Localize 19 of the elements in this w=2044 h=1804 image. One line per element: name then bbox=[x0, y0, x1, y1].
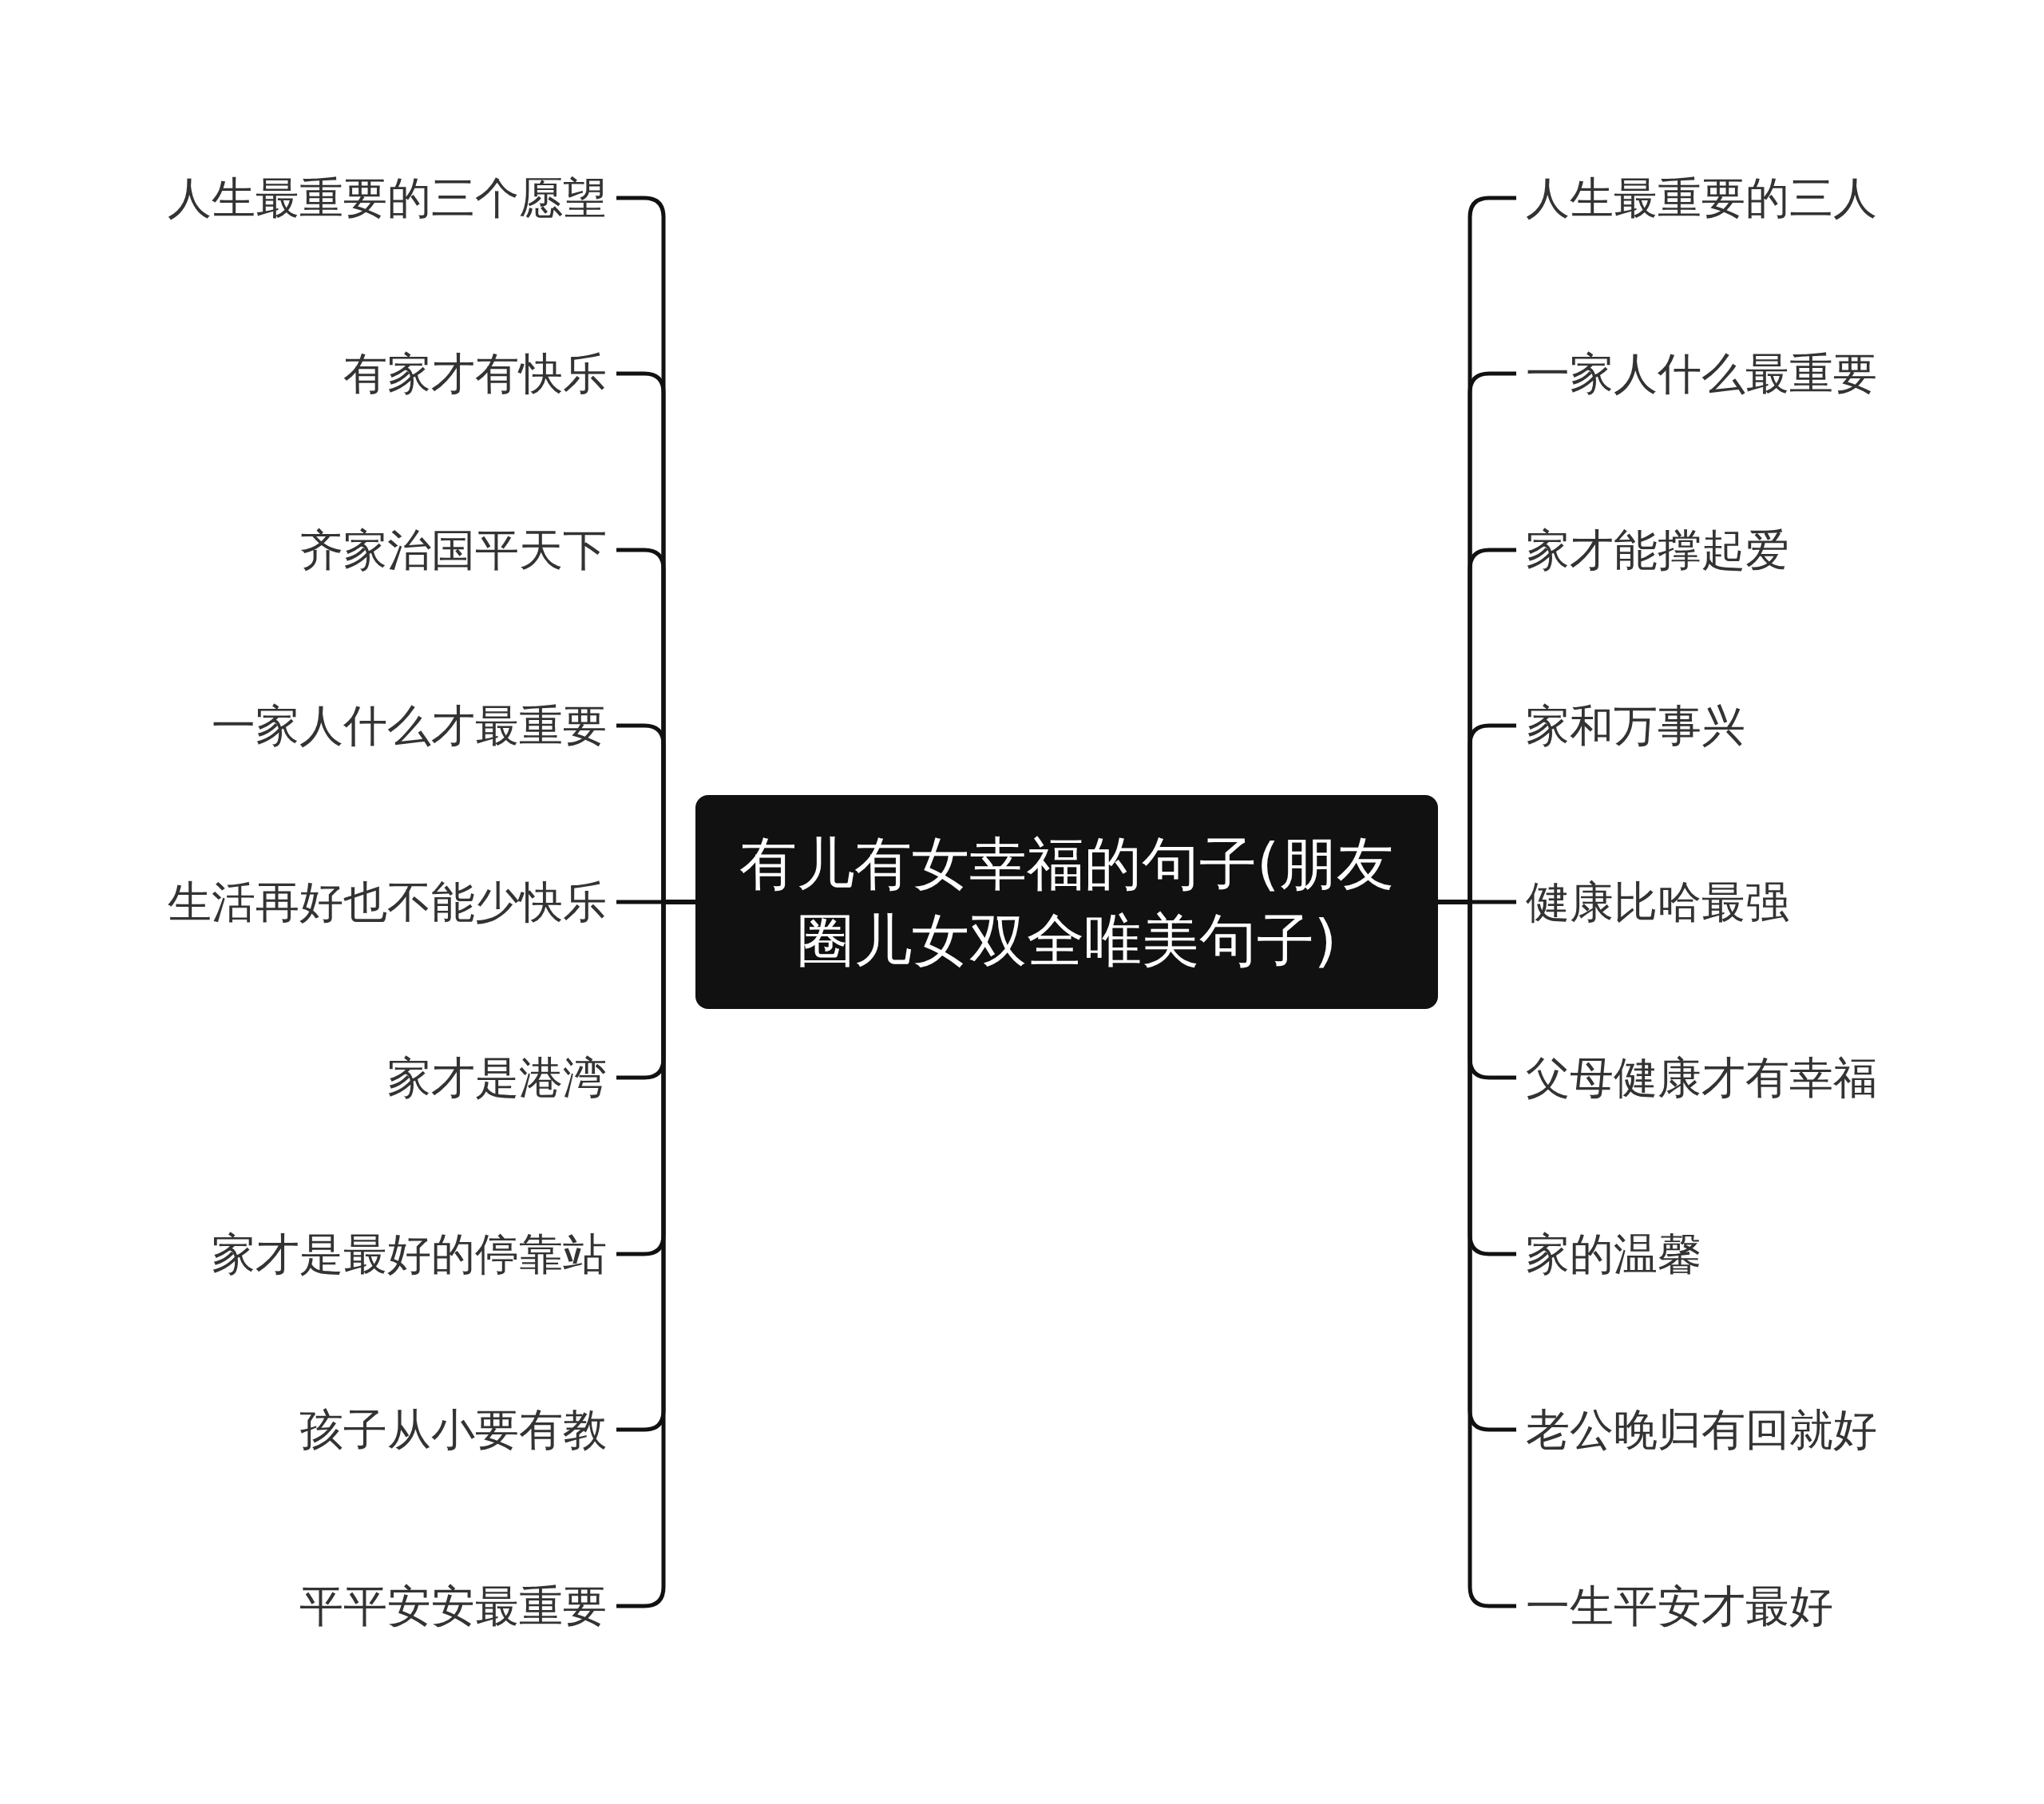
branch-label: 一家人什么才最重要 bbox=[202, 698, 616, 754]
topic-box: 有儿有女幸福的句子(朋友圈儿女双全唯美句子) bbox=[695, 795, 1438, 1009]
branch-label: 家才是港湾 bbox=[378, 1050, 616, 1106]
branch-label: 家才能撑起爱 bbox=[1516, 522, 1799, 578]
branch-label: 一家人什么最重要 bbox=[1516, 346, 1887, 402]
branch-label: 人生最重要的三个愿望 bbox=[158, 170, 616, 226]
branch-label: 家的温馨 bbox=[1516, 1226, 1711, 1282]
branch-label: 齐家治国平天下 bbox=[290, 522, 616, 578]
branch-label: 家才是最好的停靠站 bbox=[202, 1226, 616, 1282]
branch-label: 一生平安才最好 bbox=[1516, 1578, 1843, 1634]
branch-label: 生活再好也不能少快乐 bbox=[158, 874, 616, 930]
branch-label: 家和万事兴 bbox=[1516, 698, 1755, 754]
branch-label: 人生最重要的三人 bbox=[1516, 170, 1887, 226]
branch-label: 健康比哈最强 bbox=[1516, 874, 1799, 930]
branch-label: 父母健康才有幸福 bbox=[1516, 1050, 1887, 1106]
branch-label: 平平安安最重要 bbox=[290, 1578, 616, 1634]
branch-label: 老公晚归有回就好 bbox=[1516, 1402, 1887, 1458]
branch-label: 孩子从小要有教 bbox=[290, 1402, 616, 1458]
branch-label: 有家才有快乐 bbox=[334, 346, 616, 402]
